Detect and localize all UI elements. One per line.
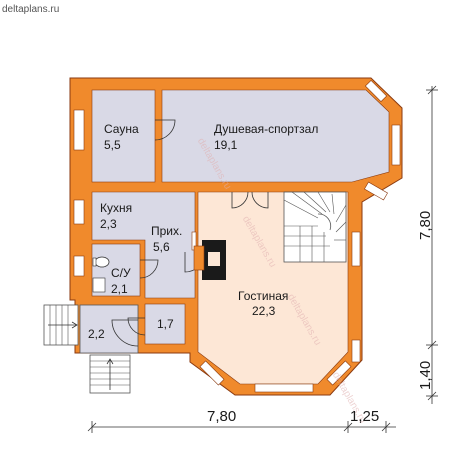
room-name: Кухня (100, 201, 132, 215)
toilet-icon (94, 256, 110, 268)
window (351, 231, 361, 267)
door-sauna (154, 119, 176, 141)
window (351, 339, 361, 363)
room-area: 2,3 (100, 217, 117, 231)
door-gym-left (231, 191, 249, 209)
room-labels: Сауна 5,5 Душевая-спортзал 19,1 Кухня 2,… (88, 122, 318, 341)
porch-deck (79, 304, 139, 354)
room-area: 22,3 (252, 304, 276, 318)
room-vestibule (144, 303, 186, 345)
dim-right-extra: 1,40 (417, 361, 434, 390)
room-area: 2,2 (88, 327, 105, 341)
window (391, 124, 401, 166)
door-wc (139, 259, 159, 279)
room-area: 5,5 (104, 138, 121, 152)
stairs-area (283, 191, 347, 263)
windows (73, 79, 401, 393)
door-vestibule (127, 317, 146, 336)
dim-bottom-main: 7,80 (207, 408, 236, 425)
staircase (283, 191, 347, 263)
room-kitchen-hall (91, 191, 196, 299)
room-name: Гостиная (238, 289, 288, 303)
doors (111, 119, 269, 347)
room-name: Прих. (151, 224, 182, 238)
dimension-bottom (87, 421, 396, 433)
room-area: 1,7 (157, 317, 174, 331)
sink-icon (92, 277, 106, 293)
room-shower-gym (161, 89, 390, 183)
porch-area (43, 304, 139, 394)
window (254, 383, 314, 393)
room-area: 19,1 (214, 138, 238, 152)
room-name: Сауна (104, 122, 139, 136)
room-name: Душевая-спортзал (214, 122, 318, 136)
wc-fixtures (92, 256, 110, 293)
window (199, 360, 225, 386)
window (326, 360, 352, 386)
window (364, 181, 388, 201)
dim-right-main: 7,80 (417, 211, 434, 240)
fireplace (193, 240, 226, 280)
site-name: deltaplans.ru (2, 4, 59, 15)
room-area: 2,1 (111, 282, 128, 296)
room-area: 5,6 (153, 240, 170, 254)
door-entry (111, 319, 139, 347)
room-sauna (91, 89, 156, 183)
window (364, 79, 388, 103)
room-name: С/У (111, 266, 131, 280)
dimension-right (426, 85, 438, 404)
window (73, 255, 85, 277)
dim-bottom-extra: 1,25 (350, 408, 379, 425)
window (73, 109, 85, 151)
window (73, 199, 85, 225)
door-gym-right (251, 191, 269, 209)
